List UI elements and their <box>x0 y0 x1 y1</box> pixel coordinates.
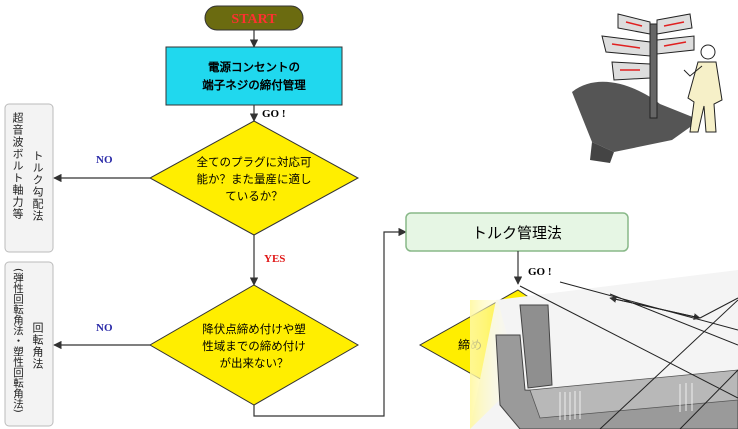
signpost-person-illustration <box>572 13 723 163</box>
decision2-line1: 降伏点締め付けや塑 <box>202 322 306 336</box>
decision1-line2: 能か？また量産に適し <box>197 172 312 186</box>
side-box2-col2: 回転角法 <box>31 322 44 370</box>
side-box1-col2: トルク勾配法 <box>31 150 44 222</box>
torque-method-box <box>405 212 629 252</box>
decision1-line3: ているか？ <box>225 189 283 203</box>
process-label-line1: 電源コンセントの <box>208 60 300 74</box>
torque-method-title: トルク管理法 <box>472 224 562 242</box>
yes-label: YES <box>264 253 285 265</box>
no-label-2: NO <box>96 322 113 334</box>
side-box2-col1: (弾性回転角法・塑性回転角法) <box>12 268 24 413</box>
process-box <box>165 46 343 106</box>
start-label: START <box>231 12 277 27</box>
process-label-line2: 端子ネジの締付管理 <box>202 78 306 92</box>
no-label-1: NO <box>96 154 113 166</box>
decision2-line3: が出来ない？ <box>220 356 289 370</box>
flow-connector-to-torque <box>253 227 407 417</box>
go-label-right: GO ! <box>528 266 552 278</box>
side-box1-col1: 超音波ボルト軸力等 <box>11 112 24 220</box>
decision2-line2: 性域までの締め付け <box>202 339 306 353</box>
go-label: GO ! <box>262 108 286 120</box>
wrench-illustration <box>470 270 738 429</box>
decision1-line1: 全てのプラグに対応可 <box>197 155 312 169</box>
side-box-rotation-angle <box>4 261 54 427</box>
side-box-torque-gradient <box>4 103 54 253</box>
